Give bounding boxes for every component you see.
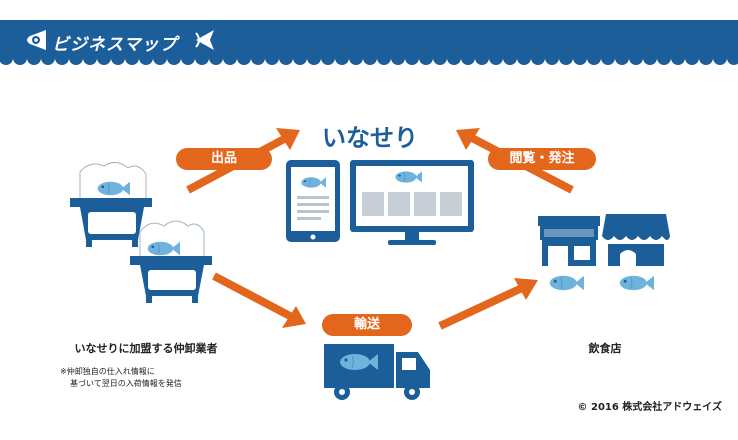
delivery-label: 輸送 (322, 314, 412, 336)
shop-icon (602, 214, 670, 266)
wholesaler-caption: いなせりに加盟する仲卸業者 (74, 342, 218, 355)
copyright: © 2016 株式会社アドウェイズ (577, 402, 723, 413)
fish-tub-icon (70, 162, 152, 247)
arrow-truck-to-restaurant (438, 278, 538, 330)
browse-order-label: 閲覧・発注 (488, 148, 596, 170)
ship-label: 出品 (176, 148, 272, 170)
fish-tub-icon (130, 220, 212, 303)
truck-icon (324, 344, 430, 400)
fish-icon (549, 275, 584, 291)
platform-name: いなせり (322, 123, 418, 152)
note-line-2: 基づいて翌日の入荷情報を発信 (70, 379, 182, 388)
note-line-1: ※仲卸独自の仕入れ情報に (60, 367, 155, 376)
restaurant-caption: 飲食店 (588, 342, 622, 355)
fish-head-icon (27, 30, 46, 50)
monitor-icon (350, 160, 474, 245)
fish-tail-icon (195, 30, 214, 50)
shop-icon (538, 216, 600, 266)
header-band (0, 20, 738, 65)
tablet-icon (286, 160, 340, 242)
fish-icon (619, 275, 654, 291)
arrow-wholesaler-to-truck (212, 272, 306, 328)
page-title: ビジネスマップ (52, 35, 178, 55)
wholesaler-note: ※仲卸独自の仕入れ情報に 基づいて翌日の入荷情報を発信 (60, 366, 182, 390)
